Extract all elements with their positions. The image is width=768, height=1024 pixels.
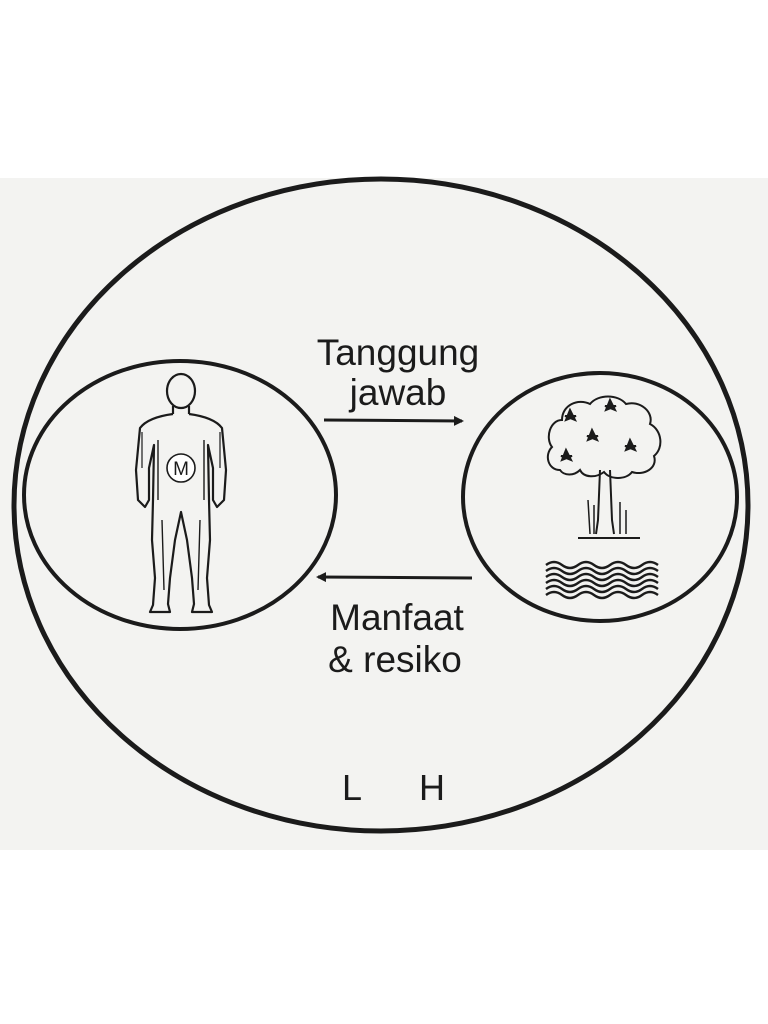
arrow-to-human <box>316 572 473 583</box>
arrow-to-environment <box>323 415 464 426</box>
footer-letter-right: H <box>419 767 445 808</box>
water-icon <box>545 560 659 600</box>
m-badge-ring <box>166 453 196 483</box>
m-badge-label: M <box>173 459 189 480</box>
arrow-top-label-line2: jawab <box>349 372 447 413</box>
arrow-bottom-label-line2: & resiko <box>328 639 462 680</box>
arrow-bottom-label-line1: Manfaat <box>330 597 464 638</box>
environment-circle <box>461 371 739 623</box>
human-circle <box>22 359 338 631</box>
arrow-top-label-line1: Tanggung <box>317 332 480 373</box>
human-figure-icon <box>134 372 228 614</box>
footer-letter-left: L <box>342 767 362 808</box>
outer-circle <box>11 176 751 834</box>
tree-icon <box>546 395 662 539</box>
